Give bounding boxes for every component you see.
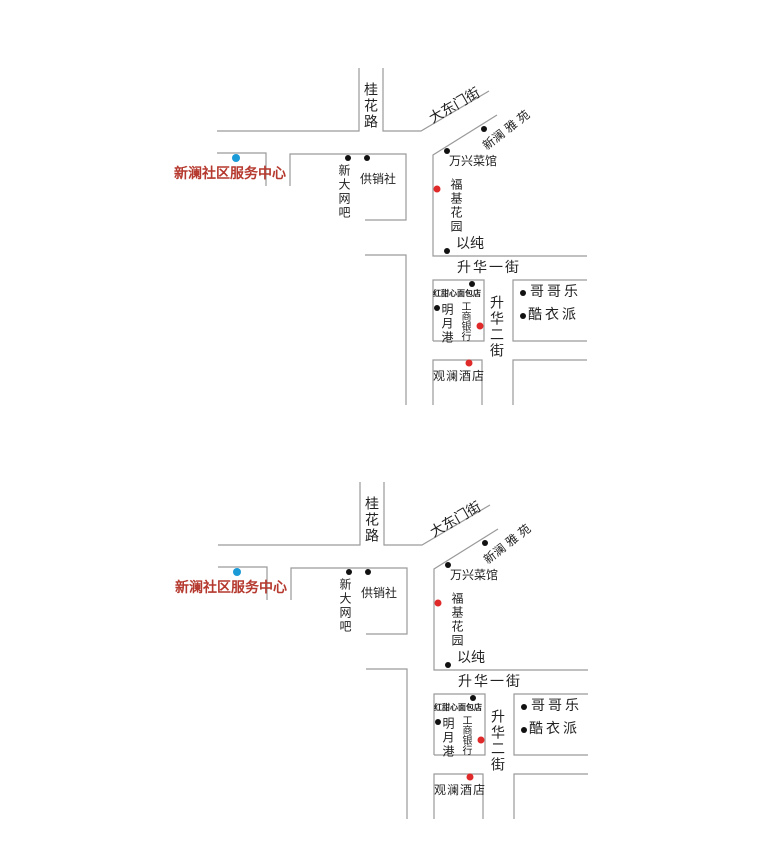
service-center-label: 新澜社区服务中心 [174,166,286,182]
place-marker [435,719,441,725]
road-edge [365,254,407,405]
place-label-yichun: 以纯 [456,236,484,252]
place-marker-red [477,736,485,744]
place-marker [482,540,488,546]
location-map: 新澜社区服务中心 桂花路 大东门街 新澜 雅 苑 新大网吧 供销社 万兴菜馆 福… [0,0,775,405]
road-edge [432,114,587,257]
place-marker [345,155,351,161]
road-label-shenghua2: 升华二街 [488,295,504,359]
location-map: 新澜社区服务中心 桂花路 大东门街 新澜 雅 苑 新大网吧 供销社 万兴菜馆 福… [1,414,775,819]
place-label-gegele: 哥哥乐 [531,698,582,714]
place-marker [364,155,370,161]
place-label-fuji: 福基花园 [449,178,463,234]
road-edge [513,773,588,819]
place-label-gongxiaoshe: 供销社 [360,172,397,186]
service-center-label: 新澜社区服务中心 [175,580,287,596]
place-marker [469,281,475,287]
place-label-gongshang: 工商银行 [460,715,471,755]
road-edge [218,482,361,546]
place-marker [470,695,476,701]
place-label-fuji: 福基花园 [450,592,464,648]
road-label-shenghua2: 升华二街 [489,709,505,773]
road-edge [433,773,484,819]
road-label-shenghua1: 升华一街 [458,674,522,690]
road-lines [217,68,587,405]
place-label-mingyuegang: 明月港 [441,717,455,759]
road-edge [217,152,267,186]
road-edge [513,693,588,756]
road-label-guihua: 桂花路 [363,496,379,544]
road-edge [290,567,408,635]
place-marker [520,313,526,319]
service-center-marker [232,154,240,162]
road-edge [432,359,483,405]
place-marker [445,662,451,668]
place-label-wanxing: 万兴菜馆 [450,568,499,582]
place-marker-red [434,599,442,607]
place-label-hongtianxin: 红甜心面包店 [433,288,481,298]
road-lines [218,482,588,819]
place-label-yichun: 以纯 [457,650,485,666]
road-edge [289,153,407,221]
place-label-wanxing: 万兴菜馆 [449,154,498,168]
place-marker-red [476,322,484,330]
place-label-guanlan: 观澜酒店 [434,783,487,797]
road-edge [218,566,268,600]
place-marker [346,569,352,575]
road-label-guihua: 桂花路 [362,82,378,130]
place-label-kuyipai: 酷衣派 [528,307,579,323]
place-label-gongshang: 工商银行 [459,301,470,341]
place-label-kuyipai: 酷衣派 [529,721,580,737]
place-marker-red [465,359,473,367]
place-label-xindawangba: 新大网吧 [338,578,352,634]
road-label-shenghua1: 升华一街 [457,260,521,276]
place-label-guanlan: 观澜酒店 [433,369,486,383]
service-center-marker [233,568,241,576]
road-edge [217,68,360,132]
place-marker-red [433,185,441,193]
place-marker [481,126,487,132]
road-edge [432,279,485,342]
place-marker [444,248,450,254]
place-label-xindawangba: 新大网吧 [337,164,351,220]
place-marker [445,562,451,568]
place-marker [521,727,527,733]
road-edge [383,482,491,546]
place-label-mingyuegang: 明月港 [440,303,454,345]
place-marker [434,305,440,311]
road-edge [433,693,486,756]
place-label-hongtianxin: 红甜心面包店 [434,702,482,712]
road-edge [366,668,408,819]
road-edge [512,359,587,405]
place-marker-red [466,773,474,781]
place-marker [520,290,526,296]
place-marker [521,704,527,710]
place-label-gegele: 哥哥乐 [530,284,581,300]
place-marker [444,148,450,154]
place-label-gongxiaoshe: 供销社 [361,586,398,600]
road-edge [433,528,588,671]
place-marker [365,569,371,575]
road-edge [512,279,587,342]
road-edge [382,68,490,132]
